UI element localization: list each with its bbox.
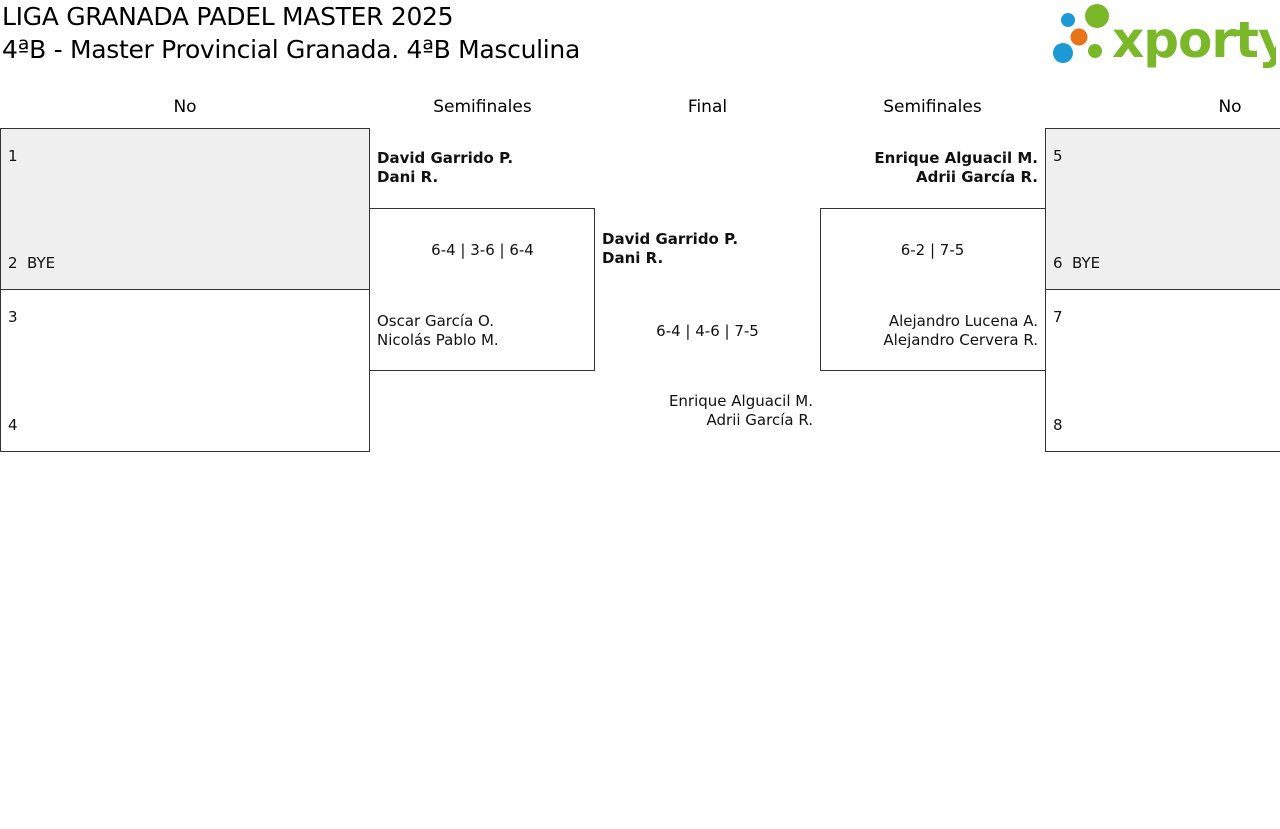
final-score: 6-4 | 4-6 | 7-5 (656, 322, 759, 340)
logo-dot-blue-small (1061, 13, 1075, 27)
player-name: Dani R. (602, 249, 664, 267)
final-winner-team[interactable]: David Garrido P. Dani R. (602, 230, 738, 268)
draw-slot-3: 3 (8, 308, 27, 326)
player-name: Oscar García O. (377, 312, 494, 330)
draw-slot-2: 2 BYE (8, 254, 55, 272)
left-semi-top-team[interactable]: David Garrido P. Dani R. (377, 149, 513, 187)
logo-dot-blue-large (1053, 43, 1073, 63)
slot-team: BYE (1072, 254, 1101, 272)
player-name: Adrii García R. (916, 168, 1038, 186)
slot-number: 2 (8, 254, 18, 272)
player-name: Enrique Alguacil M. (668, 392, 813, 410)
xporty-logo-icon: xporty (1053, 4, 1280, 69)
draw-slot-4: 4 (8, 416, 27, 434)
left-match-3-4[interactable] (0, 289, 370, 452)
slot-number: 3 (8, 308, 18, 326)
col-header-right-semis: Semifinales (883, 97, 982, 117)
left-semi-score: 6-4 | 3-6 | 6-4 (431, 241, 534, 259)
xporty-logo[interactable]: xporty (1050, 2, 1280, 69)
player-name: Enrique Alguacil M. (874, 149, 1038, 167)
right-semi-score: 6-2 | 7-5 (900, 241, 965, 259)
left-semi-match[interactable] (369, 208, 595, 371)
player-name: Alejandro Cervera R. (883, 331, 1038, 349)
logo-wordmark: xporty (1112, 11, 1276, 68)
col-header-left-round: No (173, 97, 197, 117)
right-semi-bottom-team[interactable]: Alejandro Lucena A. Alejandro Cervera R. (822, 312, 1038, 350)
final-runner-up-team[interactable]: Enrique Alguacil M. Adrii García R. (600, 392, 813, 430)
slot-team: BYE (27, 254, 56, 272)
slot-number: 5 (1053, 147, 1063, 165)
draw-slot-7: 7 (1053, 308, 1072, 326)
slot-number: 4 (8, 416, 18, 434)
player-name: David Garrido P. (602, 230, 739, 248)
draw-slot-1: 1 (8, 147, 27, 165)
right-match-5-6[interactable] (1045, 128, 1280, 290)
left-match-1-2[interactable] (0, 128, 370, 290)
col-header-final: Final (687, 97, 728, 117)
page-subtitle: 4ªB - Master Provincial Granada. 4ªB Mas… (2, 35, 580, 64)
logo-dot-orange (1070, 28, 1088, 46)
player-name: Dani R. (377, 168, 439, 186)
player-name: Adrii García R. (706, 411, 813, 429)
slot-number: 1 (8, 147, 18, 165)
col-header-left-semis: Semifinales (433, 97, 532, 117)
right-semi-top-team[interactable]: Enrique Alguacil M. Adrii García R. (822, 149, 1038, 187)
col-header-right-round: No (1218, 97, 1242, 117)
player-name: Alejandro Lucena A. (888, 312, 1038, 330)
logo-dot-green-large (1085, 4, 1109, 28)
draw-slot-6: 6 BYE (1053, 254, 1100, 272)
page-title: LIGA GRANADA PADEL MASTER 2025 (2, 2, 454, 31)
right-match-7-8[interactable] (1045, 289, 1280, 452)
slot-number: 7 (1053, 308, 1063, 326)
logo-dot-green-small (1088, 44, 1102, 58)
player-name: Nicolás Pablo M. (377, 331, 499, 349)
draw-slot-5: 5 (1053, 147, 1072, 165)
left-semi-bottom-team[interactable]: Oscar García O. Nicolás Pablo M. (377, 312, 499, 350)
player-name: David Garrido P. (377, 149, 514, 167)
draw-slot-8: 8 (1053, 416, 1072, 434)
slot-number: 6 (1053, 254, 1063, 272)
slot-number: 8 (1053, 416, 1063, 434)
